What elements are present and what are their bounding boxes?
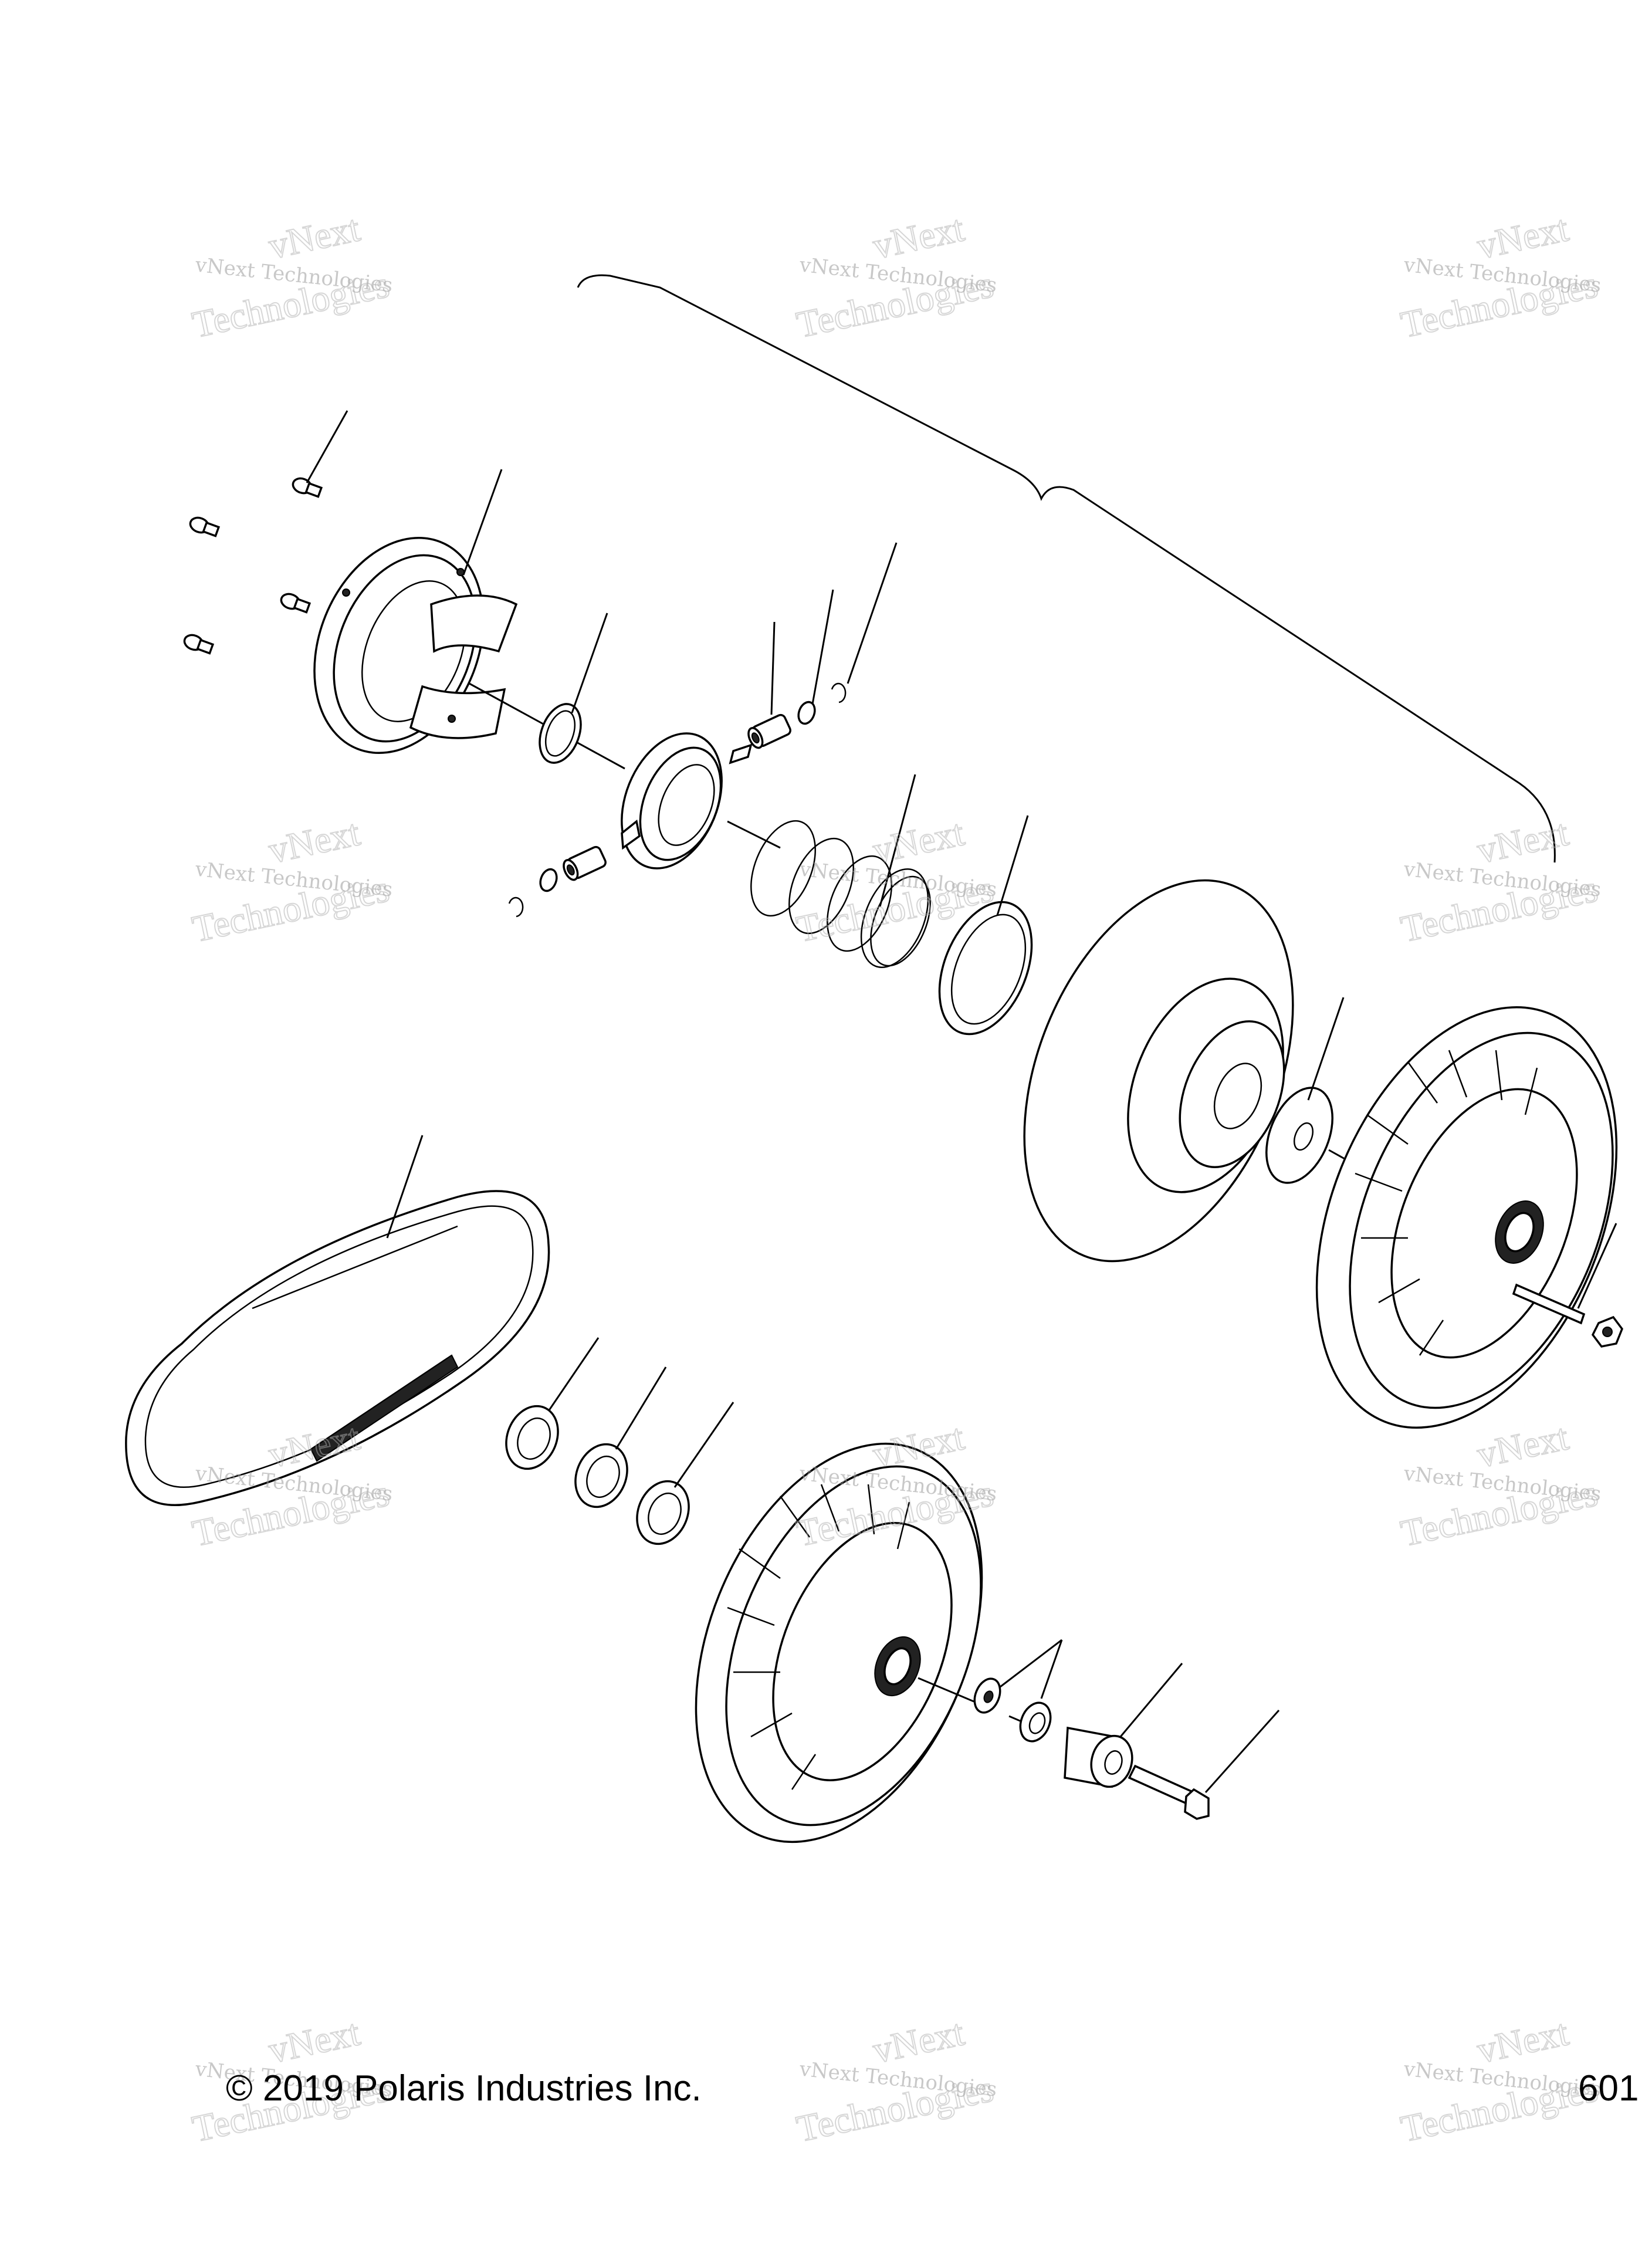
bearing-hub: [621, 732, 753, 870]
washer-upper: [797, 701, 816, 725]
e-clip-lower: [508, 897, 524, 918]
fixed-sheave-upper: [1315, 1006, 1618, 1429]
watermark-line-large-1: vNext: [265, 811, 364, 871]
roller-upper: [747, 713, 791, 749]
retainer-ring: [938, 901, 1033, 1036]
watermark-line-large-1: vNext: [265, 207, 364, 267]
roller-lower: [563, 845, 607, 881]
bolt-nut-11: [1512, 1283, 1623, 1348]
watermark-line-large-1: vNext: [1474, 1416, 1572, 1476]
watermark-line-large-1: vNext: [1474, 207, 1572, 267]
screw-group: [183, 477, 323, 655]
watermark-line-large-1: vNext: [869, 207, 968, 267]
copyright-text: © 2019 Polaris Industries Inc.: [226, 2068, 702, 2109]
bolt-13: [1128, 1764, 1210, 1820]
washer-10: [1265, 1087, 1333, 1184]
figure-code: 601: [1578, 2068, 1639, 2109]
fixed-sheave-lower: [695, 1442, 983, 1843]
watermark-line-large-1: vNext: [869, 1416, 968, 1476]
e-clip-upper: [831, 682, 847, 703]
watermark-line-large-1: vNext: [869, 2011, 968, 2071]
washer-16: [636, 1480, 690, 1545]
watermark-line-large-1: vNext: [265, 2011, 364, 2071]
washer-15b: [1019, 1701, 1052, 1743]
leader-lines: [306, 410, 1617, 1793]
spring: [750, 820, 931, 968]
washer-18: [505, 1405, 559, 1470]
spacer-14: [1064, 1726, 1133, 1788]
watermark-line-large-1: vNext: [1474, 811, 1572, 871]
washer-17: [574, 1443, 628, 1508]
assembly-bracket: [577, 274, 1556, 863]
watermark-line-large-1: vNext: [1474, 2011, 1572, 2071]
snap-ring: [539, 703, 582, 764]
drive-belt: [125, 1190, 550, 1507]
washer-15a: [973, 1677, 1001, 1714]
watermark-line-large-1: vNext: [869, 811, 968, 871]
moveable-sheave: [1023, 879, 1294, 1263]
washer-lower: [539, 868, 558, 892]
clutch-cover: [313, 536, 518, 755]
